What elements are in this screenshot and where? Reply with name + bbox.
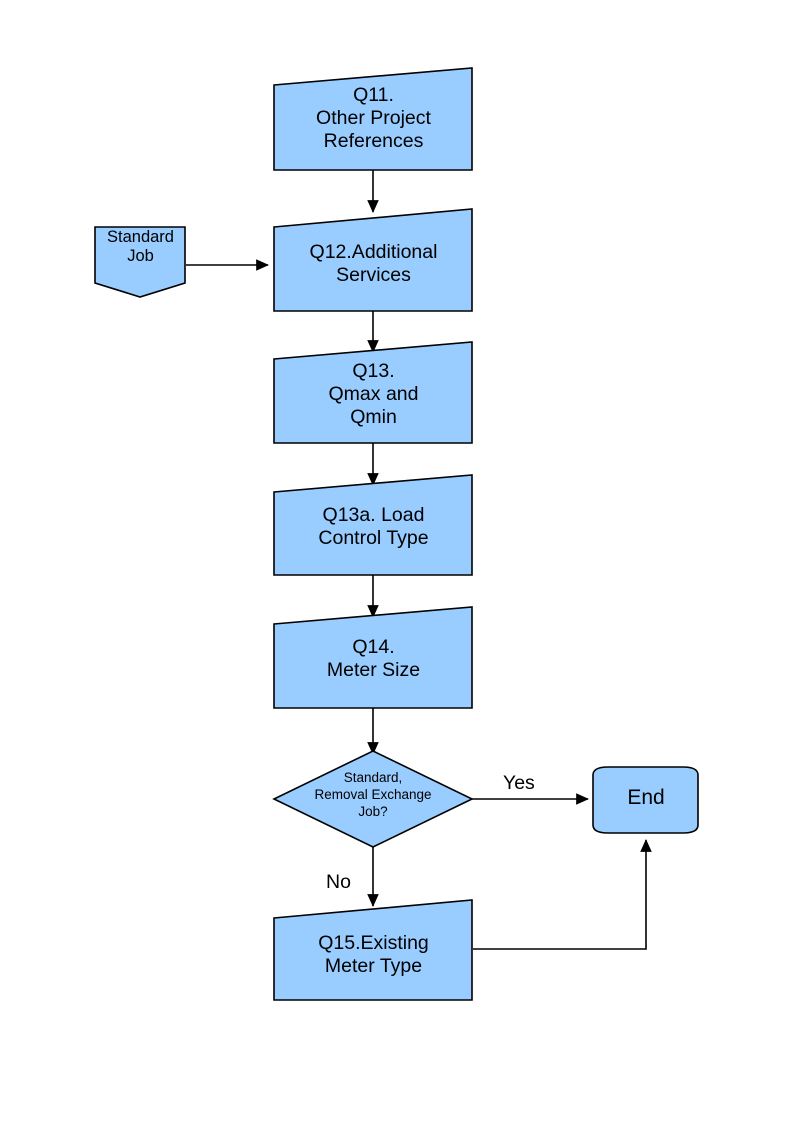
edge-q15-to-end [473, 839, 652, 950]
node-q12-shape[interactable] [273, 208, 473, 312]
edge-label-no: No [326, 871, 351, 893]
edge-label-yes: Yes [503, 772, 535, 794]
node-q15-shape[interactable] [273, 899, 473, 1001]
node-q11-shape[interactable] [273, 67, 473, 171]
node-q13-shape[interactable] [273, 341, 473, 444]
node-start-shape[interactable] [94, 226, 186, 298]
node-q14-shape[interactable] [273, 606, 473, 709]
node-end-shape[interactable] [592, 766, 699, 834]
node-decision-shape[interactable] [272, 750, 474, 848]
node-q13a-shape[interactable] [273, 474, 473, 576]
